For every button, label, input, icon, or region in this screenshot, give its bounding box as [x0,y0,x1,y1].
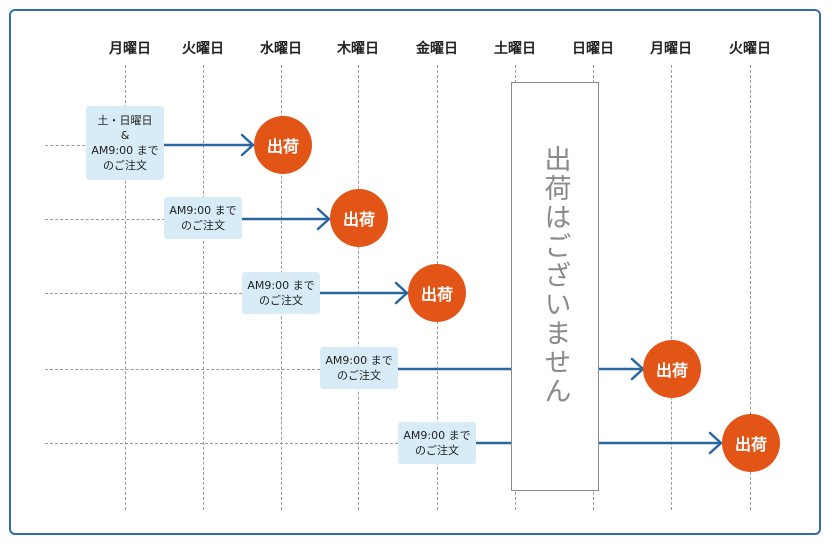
day-header-next-tuesday: 火曜日 [729,41,771,57]
order-text-line: のご注文 [415,444,459,457]
order-box-weekend: 土・日曜日 & AM9:00 まで のご注文 [86,106,164,180]
row-guideline [45,369,320,370]
day-gridline [203,65,204,510]
order-text-line: & [120,129,130,142]
row-guideline [45,293,242,294]
order-text-line: のご注文 [259,294,303,307]
arrow-row-1 [162,133,255,157]
order-text-line: AM9:00 まで [403,429,471,442]
row-guideline [45,443,398,444]
day-header-next-monday: 月曜日 [650,41,692,57]
order-text-line: AM9:00 まで [325,354,393,367]
order-box-monday: AM9:00 まで のご注文 [164,197,242,239]
day-header-monday: 月曜日 [109,41,151,57]
day-header-friday: 金曜日 [416,41,458,57]
ship-badge-wednesday: 出荷 [330,189,388,247]
arrow-row-2 [240,207,331,231]
day-gridline [750,65,751,510]
ship-badge-tuesday: 出荷 [254,116,312,174]
day-header-tuesday: 火曜日 [182,41,224,57]
day-header-thursday: 木曜日 [337,41,379,57]
order-box-thursday: AM9:00 まで のご注文 [398,422,476,464]
order-box-wednesday: AM9:00 まで のご注文 [320,347,398,389]
day-header-sunday: 日曜日 [572,41,614,57]
diagram-frame [9,9,821,535]
row-guideline [45,145,85,146]
row-guideline [45,219,165,220]
arrow-row-3 [318,281,409,305]
order-text-line: のご注文 [103,159,147,172]
day-header-wednesday: 水曜日 [260,41,302,57]
order-text-line: 土・日曜日 [97,114,153,127]
order-text-line: のご注文 [181,219,225,232]
day-gridline [358,65,359,510]
order-text-line: のご注文 [337,369,381,382]
order-box-tuesday: AM9:00 まで のご注文 [242,272,320,314]
ship-badge-thursday: 出荷 [408,264,466,322]
order-text-line: AM9:00 まで [169,204,237,217]
day-gridline [125,65,126,510]
day-header-saturday: 土曜日 [494,41,536,57]
order-text-line: AM9:00 まで [247,279,315,292]
day-gridline [671,65,672,510]
ship-badge-next-monday: 出荷 [643,340,701,398]
order-text-line: AM9:00 まで [91,144,159,157]
weekend-no-shipping-box: 出荷はございません [511,82,599,491]
ship-badge-next-tuesday: 出荷 [722,414,780,472]
no-shipping-label: 出荷はございません [539,145,571,406]
